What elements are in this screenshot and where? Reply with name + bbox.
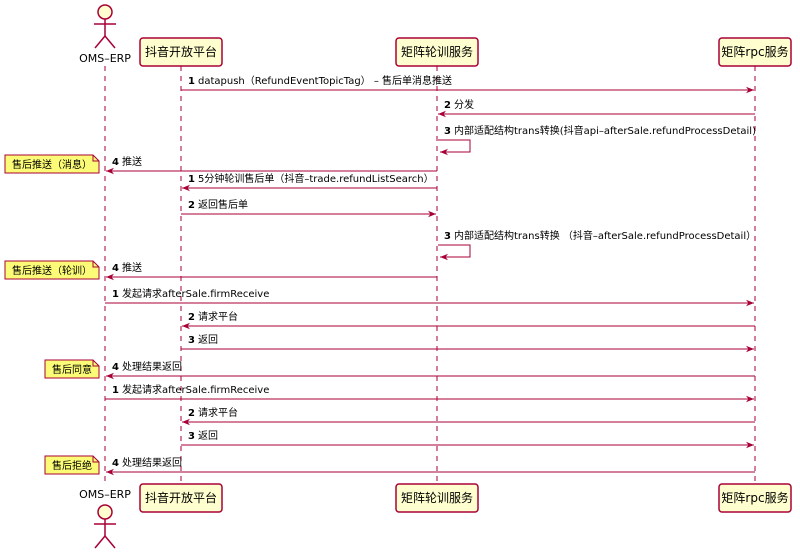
message-number: 4	[112, 157, 119, 168]
message-number: 2	[188, 408, 195, 419]
note-fold	[92, 155, 99, 162]
participant-box-bottom-douyin	[139, 483, 223, 513]
participant-label-top-matrix: 矩阵轮训服务	[401, 44, 473, 59]
message-number: 4	[112, 458, 119, 469]
message-arrow	[438, 244, 471, 261]
note-box	[44, 455, 100, 475]
message-number: 1	[112, 385, 119, 396]
participant-box-top-rpc	[718, 37, 792, 67]
message-number: 1	[188, 76, 195, 87]
message-label: 推送	[122, 155, 142, 168]
note-box	[4, 154, 100, 174]
note-fold	[92, 261, 99, 268]
message-label: 返回	[198, 334, 218, 346]
participant-label-bottom-douyin: 抖音开放平台	[145, 490, 217, 505]
message-label: 发起请求afterSale.firmReceive	[122, 383, 269, 396]
message-number: 2	[444, 100, 451, 111]
message-number: 1	[112, 289, 119, 300]
message-label: 内部适配结构trans转换 （抖音–afterSale.refundProces…	[454, 229, 756, 242]
participant-label-top-douyin: 抖音开放平台	[145, 44, 217, 59]
message-number: 2	[188, 200, 195, 211]
message-label: datapush（RefundEventTopicTag） – 售后单消息推送	[198, 74, 452, 87]
message-label: 处理结果返回	[122, 360, 182, 373]
message-number: 3	[444, 126, 451, 137]
participant-label-bottom-oms: OMS–ERP	[79, 488, 131, 501]
note-box	[4, 260, 100, 280]
actor-icon-top	[94, 4, 116, 49]
message-label: 分发	[454, 98, 474, 111]
message-label: 5分钟轮训售后单（抖音–trade.refundListSearch）	[198, 172, 434, 185]
participant-label-bottom-rpc: 矩阵rpc服务	[721, 490, 788, 505]
message-label: 请求平台	[198, 310, 238, 323]
message-label: 发起请求afterSale.firmReceive	[122, 287, 269, 300]
message-label: 返回	[198, 430, 218, 442]
message-number: 3	[188, 335, 195, 346]
message-label: 返回售后单	[198, 198, 248, 211]
participant-box-top-douyin	[139, 37, 223, 67]
message-number: 4	[112, 263, 119, 274]
message-label: 请求平台	[198, 406, 238, 419]
note-label: 售后同意	[52, 363, 92, 376]
message-number: 3	[188, 431, 195, 442]
message-number: 1	[188, 174, 195, 185]
message-arrow	[438, 139, 471, 156]
message-number: 3	[444, 231, 451, 242]
message-number: 4	[112, 362, 119, 373]
participant-box-top-matrix	[395, 37, 479, 67]
participant-box-bottom-rpc	[718, 483, 792, 513]
message-label: 推送	[122, 261, 142, 274]
note-fold	[92, 360, 99, 367]
actor-icon-bottom	[94, 504, 116, 549]
note-fold	[92, 456, 99, 463]
note-label: 售后拒绝	[52, 459, 92, 472]
note-label: 售后推送（轮训）	[12, 264, 92, 277]
participant-label-top-oms: OMS–ERP	[79, 52, 131, 65]
participant-label-top-rpc: 矩阵rpc服务	[721, 44, 788, 59]
participant-label-bottom-matrix: 矩阵轮训服务	[401, 490, 473, 505]
message-number: 2	[188, 312, 195, 323]
note-box	[44, 359, 100, 379]
participant-box-bottom-matrix	[395, 483, 479, 513]
message-label: 内部适配结构trans转换(抖音api–afterSale.refundProc…	[454, 124, 756, 137]
message-label: 处理结果返回	[122, 456, 182, 469]
note-label: 售后推送（消息）	[12, 158, 92, 171]
